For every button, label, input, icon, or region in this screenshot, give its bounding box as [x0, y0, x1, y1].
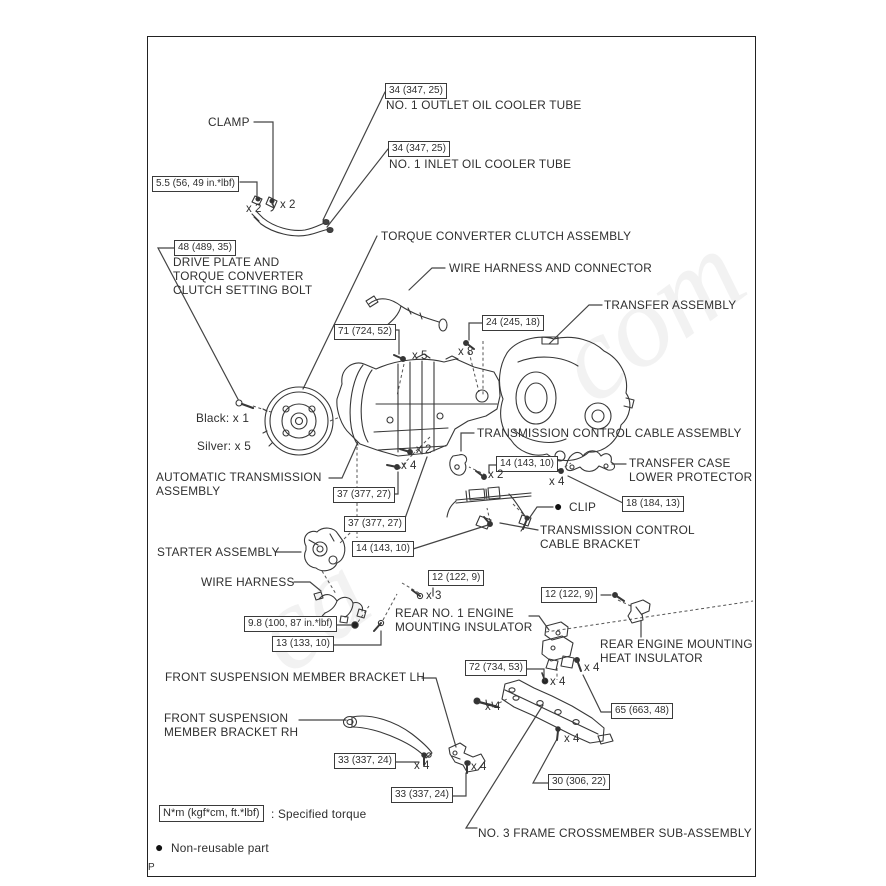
torque-spec-box: 13 (133, 10)	[272, 636, 334, 652]
torque-spec-box: 12 (122, 9)	[541, 587, 598, 603]
callout-rear-heat-insulator: REAR ENGINE MOUNTING HEAT INSULATOR	[600, 637, 753, 665]
oil-cooler-tubes-drawing	[251, 210, 334, 237]
torque-spec-box: 9.8 (100, 87 in.*lbf)	[244, 616, 337, 632]
drive-plate-bolt-drawing	[235, 399, 255, 410]
callout-automatic-transmission: AUTOMATIC TRANSMISSION ASSEMBLY	[156, 470, 322, 498]
non-reusable-legend: Non-reusable part	[171, 841, 269, 855]
callout-front-bracket-lh: FRONT SUSPENSION MEMBER BRACKET LH	[165, 670, 426, 684]
callout-line: CLUTCH SETTING BOLT	[173, 283, 313, 297]
callout-clamp: CLAMP	[208, 115, 250, 129]
callout-black-qty: Black: x 1	[196, 411, 250, 425]
callout-transfer-assembly: TRANSFER ASSEMBLY	[604, 298, 737, 312]
callout-inlet-tube: NO. 1 INLET OIL COOLER TUBE	[389, 157, 572, 171]
torque-spec-box: 33 (337, 24)	[334, 753, 396, 769]
torque-spec-box: 37 (377, 27)	[344, 516, 406, 532]
callout-line: HEAT INSULATOR	[600, 651, 703, 665]
callout-lower-protector: TRANSFER CASE LOWER PROTECTOR	[629, 456, 752, 484]
torque-spec-box: 34 (347, 25)	[385, 83, 447, 99]
callout-line: REAR ENGINE MOUNTING	[600, 637, 753, 651]
callout-line: TORQUE CONVERTER	[173, 269, 304, 283]
non-reusable-bullet-icon: ●	[554, 498, 563, 514]
torque-converter-drawing	[262, 386, 334, 456]
torque-unit-legend-box: N*m (kgf*cm, ft.*lbf)	[159, 805, 264, 822]
callout-line: AUTOMATIC TRANSMISSION	[156, 470, 322, 484]
callout-outlet-tube: NO. 1 OUTLET OIL COOLER TUBE	[386, 98, 582, 112]
callout-clip: CLIP	[569, 500, 597, 514]
crossmember-drawing	[501, 679, 614, 745]
quantity-label: x 2	[488, 469, 504, 481]
torque-spec-box: 5.5 (56, 49 in.*lbf)	[152, 176, 239, 192]
callout-line: ASSEMBLY	[156, 484, 221, 498]
callout-line: FRONT SUSPENSION	[164, 711, 289, 725]
callout-line: TRANSFER CASE	[629, 456, 731, 470]
callout-cable-bracket: TRANSMISSION CONTROL CABLE BRACKET	[540, 523, 695, 551]
callout-control-cable-assembly: TRANSMISSION CONTROL CABLE ASSEMBLY	[477, 426, 742, 440]
heat-insulator-drawing	[627, 599, 651, 624]
torque-spec-box: 24 (245, 18)	[482, 315, 544, 331]
quantity-label: x 2	[416, 444, 432, 456]
quantity-label: x 5	[412, 350, 428, 362]
quantity-label: x 4	[471, 761, 487, 773]
torque-spec-box: 14 (143, 10)	[352, 541, 414, 557]
torque-spec-box: 14 (143, 10)	[496, 456, 558, 472]
callout-wire-harness: WIRE HARNESS	[201, 575, 295, 589]
shift-lever-drawing	[449, 454, 468, 476]
callout-rear-no1-mount: REAR NO. 1 ENGINE MOUNTING INSULATOR	[395, 606, 533, 634]
quantity-label: x 4	[485, 701, 501, 713]
torque-spec-box: 30 (306, 22)	[548, 774, 610, 790]
callout-front-bracket-rh: FRONT SUSPENSION MEMBER BRACKET RH	[164, 711, 298, 739]
torque-spec-box: 34 (347, 25)	[388, 141, 450, 157]
quantity-label: x 4	[401, 460, 417, 472]
diagram-border	[147, 36, 756, 877]
callout-line: CABLE BRACKET	[540, 537, 641, 551]
callout-line: MOUNTING INSULATOR	[395, 620, 533, 634]
callout-torque-converter-clutch: TORQUE CONVERTER CLUTCH ASSEMBLY	[381, 229, 632, 243]
quantity-label: x 4	[550, 676, 566, 688]
torque-spec-box: 33 (337, 24)	[391, 787, 453, 803]
automatic-transmission-drawing	[336, 353, 501, 457]
transfer-assembly-drawing	[498, 336, 635, 462]
non-reusable-bullet-icon: ●	[155, 839, 164, 855]
callout-line: LOWER PROTECTOR	[629, 470, 753, 484]
quantity-label: x 4	[414, 760, 430, 772]
callout-crossmember: NO. 3 FRAME CROSSMEMBER SUB-ASSEMBLY	[478, 826, 752, 840]
callout-line: TRANSMISSION CONTROL	[540, 523, 695, 537]
callout-drive-plate: DRIVE PLATE AND TORQUE CONVERTER CLUTCH …	[173, 255, 312, 297]
leader-lines	[157, 91, 642, 829]
callout-starter-assembly: STARTER ASSEMBLY	[157, 545, 280, 559]
quantity-label: x 2	[246, 203, 262, 215]
rh-arm-drawing	[342, 715, 433, 759]
quantity-label: x 4	[584, 662, 600, 674]
torque-spec-box: 37 (377, 27)	[333, 487, 395, 503]
quantity-label: x 4	[564, 733, 580, 745]
starter-assembly-drawing	[303, 527, 346, 572]
rear-mount-drawing	[541, 621, 575, 671]
page-corner-letter: P	[148, 862, 155, 873]
torque-unit-legend-suffix: : Specified torque	[271, 807, 367, 821]
callout-silver-qty: Silver: x 5	[197, 439, 251, 453]
quantity-label: x 2	[280, 199, 296, 211]
callout-wire-harness-connector: WIRE HARNESS AND CONNECTOR	[449, 261, 652, 275]
torque-spec-box: 65 (663, 48)	[611, 703, 673, 719]
callout-line: MEMBER BRACKET RH	[164, 725, 299, 739]
torque-spec-box: 71 (724, 52)	[334, 324, 396, 340]
quantity-label: x 8	[458, 346, 474, 358]
torque-spec-box: 72 (734, 53)	[465, 660, 527, 676]
lower-protector-drawing	[565, 450, 616, 472]
quantity-label: x 3	[426, 590, 442, 602]
callout-line: DRIVE PLATE AND	[173, 255, 280, 269]
torque-spec-box: 48 (489, 35)	[174, 240, 236, 256]
torque-spec-box: 12 (122, 9)	[428, 570, 485, 586]
callout-line: REAR NO. 1 ENGINE	[395, 606, 514, 620]
torque-spec-box: 18 (184, 13)	[622, 496, 684, 512]
quantity-label: x 4	[549, 476, 565, 488]
